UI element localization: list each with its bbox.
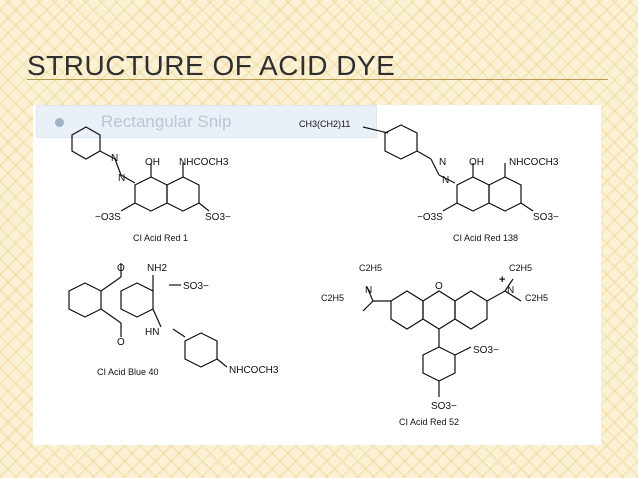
acid-red-52-n-right-label: N xyxy=(507,285,514,296)
acid-red-1-structure xyxy=(71,126,210,212)
acid-red-52-et3-label: C2H5 xyxy=(509,263,532,273)
acid-red-138-n2-label: N xyxy=(442,175,449,186)
acid-red-1-n1-label: N xyxy=(111,153,118,164)
chemical-structures-drawing: OH NHCOCH3 N N −O3S SO3− CI Acid Red 1 C… xyxy=(68,119,559,427)
rectangular-snip-overlay[interactable]: Rectangular Snip xyxy=(36,105,377,138)
acid-blue-40-hn-label: HN xyxy=(145,327,159,338)
acid-red-138-n1-label: N xyxy=(439,157,446,168)
acid-blue-40-nh2-label: NH2 xyxy=(147,263,167,274)
acid-red-138-name: CI Acid Red 138 xyxy=(453,233,518,243)
acid-red-52-plus-label: + xyxy=(499,274,505,286)
acid-red-138-so3-left-label: −O3S xyxy=(417,212,443,223)
acid-red-52-structure xyxy=(362,278,522,397)
acid-red-138-amide-label: NHCOCH3 xyxy=(509,157,559,168)
acid-red-138-so3-right-label: SO3− xyxy=(533,212,559,223)
acid-red-1-name: CI Acid Red 1 xyxy=(133,233,188,243)
acid-red-1-n2-label: N xyxy=(118,173,125,184)
acid-red-138-structure xyxy=(362,124,534,212)
snip-bullet-icon xyxy=(55,118,64,127)
snip-label: Rectangular Snip xyxy=(101,112,232,131)
acid-red-1-so3-right-label: SO3− xyxy=(205,212,231,223)
acid-red-52-et2-label: C2H5 xyxy=(321,293,344,303)
acid-red-52-so3b-label: SO3− xyxy=(431,401,457,412)
slide-title: STRUCTURE OF ACID DYE xyxy=(27,50,396,81)
acid-red-52-n-left-label: N xyxy=(365,285,372,296)
acid-red-52-et4-label: C2H5 xyxy=(525,293,548,303)
acid-red-52-et1-label: C2H5 xyxy=(359,263,382,273)
acid-red-52-name: CI Acid Red 52 xyxy=(399,417,459,427)
acid-red-138-oh-label: OH xyxy=(469,157,484,168)
acid-blue-40-o-bottom-label: O xyxy=(117,337,125,348)
acid-blue-40-o-top-label: O xyxy=(117,263,125,274)
acid-red-1-oh-label: OH xyxy=(145,157,160,168)
acid-blue-40-structure xyxy=(68,263,228,368)
acid-blue-40-name: CI Acid Blue 40 xyxy=(97,367,159,377)
title-underline xyxy=(27,79,608,80)
acid-blue-40-amide-label: NHCOCH3 xyxy=(229,365,279,376)
acid-red-1-amide-label: NHCOCH3 xyxy=(179,157,229,168)
acid-red-52-so3a-label: SO3− xyxy=(473,345,499,356)
structures-figure: Rectangular Snip xyxy=(33,105,601,445)
acid-blue-40-so3-label: SO3− xyxy=(183,281,209,292)
acid-red-1-so3-left-label: −O3S xyxy=(95,212,121,223)
acid-red-52-o-ring-label: O xyxy=(435,281,443,292)
acid-red-138-chain-label: CH3(CH2)11 xyxy=(299,119,350,129)
